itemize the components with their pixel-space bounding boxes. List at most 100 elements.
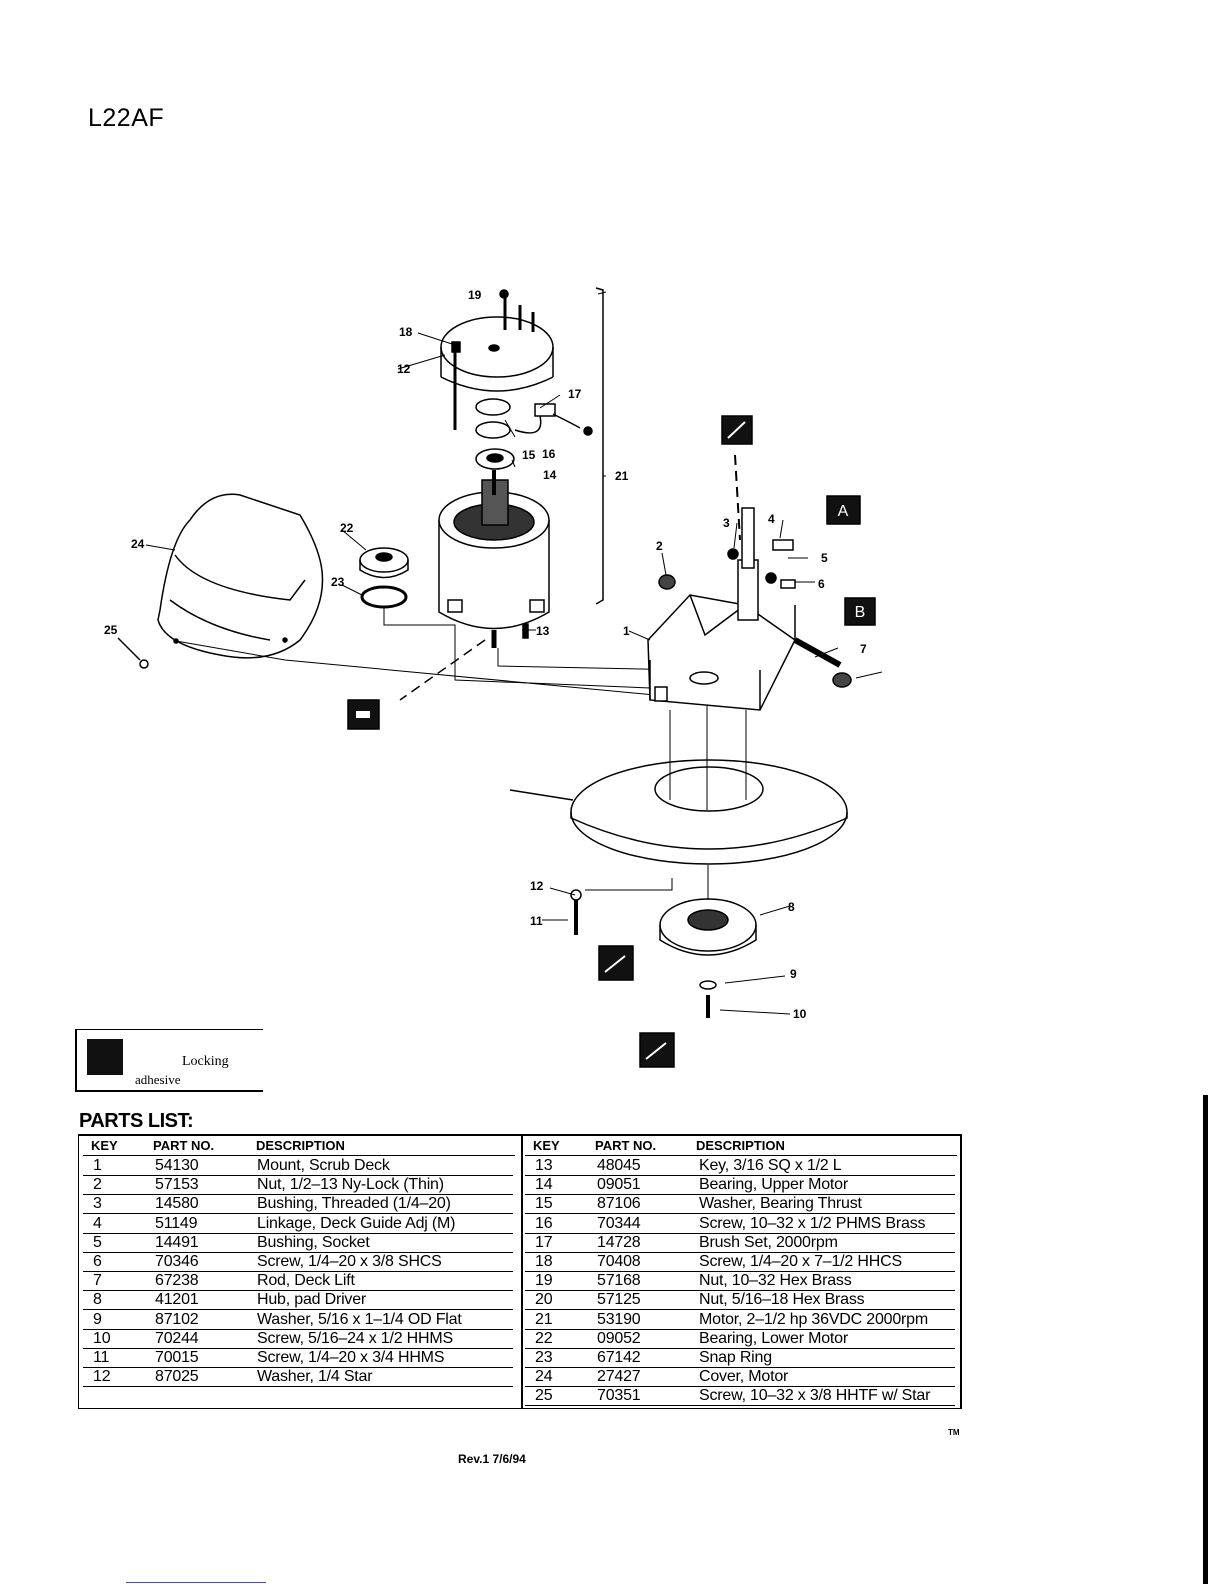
part-number: 70344 bbox=[597, 1214, 641, 1232]
part-description: Linkage, Deck Guide Adj (M) bbox=[257, 1214, 456, 1232]
part-number: 70408 bbox=[597, 1253, 641, 1270]
part-description: Washer, Bearing Thrust bbox=[699, 1195, 862, 1213]
part-key: 11 bbox=[93, 1349, 110, 1366]
exploded-parts-diagram: A B bbox=[104, 287, 883, 1068]
part-number: 14728 bbox=[597, 1233, 641, 1251]
part-description: Bushing, Socket bbox=[257, 1233, 370, 1251]
table-row: 6 70346 Screw, 1/4–20 x 3/8 SHCS bbox=[83, 1252, 513, 1272]
part-key: 20 bbox=[535, 1291, 553, 1309]
callout-4: 4 bbox=[768, 512, 775, 526]
part-description: Screw, 5/16–24 x 1/2 HHMS bbox=[257, 1329, 453, 1347]
part-description: Screw, 1/4–20 x 3/4 HHMS bbox=[257, 1349, 445, 1366]
table-row: 11 70015 Screw, 1/4–20 x 3/4 HHMS bbox=[83, 1348, 513, 1368]
part-description: Snap Ring bbox=[699, 1349, 772, 1366]
part-description: Hub, pad Driver bbox=[257, 1291, 367, 1309]
callout-9: 9 bbox=[790, 967, 797, 981]
part-number: 70346 bbox=[155, 1253, 199, 1270]
callout-25: 25 bbox=[104, 623, 118, 637]
part-description: Nut, 1/2–13 Ny-Lock (Thin) bbox=[257, 1176, 444, 1194]
scrub-deck-mount bbox=[647, 507, 852, 711]
part-description: Cover, Motor bbox=[699, 1368, 789, 1386]
part-number: 09052 bbox=[597, 1329, 641, 1347]
thrust-washer-2 bbox=[475, 421, 511, 439]
callout-16: 16 bbox=[542, 447, 556, 461]
part-key: 2 bbox=[93, 1176, 102, 1194]
table-row: 15 87106 Washer, Bearing Thrust bbox=[525, 1194, 955, 1215]
callout-14: 14 bbox=[543, 468, 557, 482]
part-description: Motor, 2–1/2 hp 36VDC 2000rpm bbox=[699, 1310, 929, 1328]
part-key: 1 bbox=[93, 1157, 102, 1174]
part-description: Nut, 10–32 Hex Brass bbox=[699, 1272, 852, 1290]
part-key: 23 bbox=[535, 1349, 553, 1366]
brush-set bbox=[514, 403, 593, 436]
part-number: 41201 bbox=[155, 1291, 199, 1309]
callout-2: 2 bbox=[656, 539, 663, 553]
snap-ring bbox=[360, 585, 408, 609]
callout-5: 5 bbox=[821, 551, 828, 565]
header-key-right: KEY bbox=[533, 1138, 560, 1153]
part-number: 70015 bbox=[155, 1349, 199, 1366]
part-key: 15 bbox=[535, 1195, 553, 1213]
part-description: Bearing, Upper Motor bbox=[699, 1176, 848, 1194]
callout-11: 11 bbox=[530, 914, 543, 928]
table-row: 20 57125 Nut, 5/16–18 Hex Brass bbox=[525, 1290, 955, 1311]
callout-18: 18 bbox=[399, 325, 413, 339]
part-number: 67142 bbox=[597, 1349, 641, 1366]
locking-adhesive-icon bbox=[598, 945, 634, 981]
motor-end-cap bbox=[440, 289, 554, 430]
callout-23: 23 bbox=[331, 575, 345, 589]
part-description: Screw, 1/4–20 x 7–1/2 HHCS bbox=[699, 1253, 902, 1270]
part-description: Screw, 1/4–20 x 3/8 SHCS bbox=[257, 1253, 442, 1270]
revision-label: Rev.1 7/6/94 bbox=[458, 1452, 526, 1466]
part-description: Rod, Deck Lift bbox=[257, 1272, 355, 1290]
callout-22: 22 bbox=[340, 521, 354, 535]
part-key: 6 bbox=[93, 1253, 102, 1270]
part-number: 87106 bbox=[597, 1195, 641, 1213]
marker-a bbox=[826, 495, 861, 525]
motor-cover bbox=[117, 493, 324, 669]
part-number: 57168 bbox=[597, 1272, 641, 1290]
part-key: 9 bbox=[93, 1310, 102, 1328]
marker-b bbox=[844, 597, 876, 626]
part-number: 67238 bbox=[155, 1272, 199, 1290]
part-number: 57125 bbox=[597, 1291, 641, 1309]
part-key: 7 bbox=[93, 1272, 102, 1290]
part-number: 54130 bbox=[155, 1157, 199, 1174]
callout-15: 15 bbox=[522, 448, 536, 462]
upper-bearing bbox=[475, 448, 515, 470]
part-key: 13 bbox=[535, 1157, 553, 1174]
part-key: 22 bbox=[535, 1329, 553, 1347]
part-key: 10 bbox=[93, 1329, 111, 1347]
part-key: 21 bbox=[535, 1310, 553, 1328]
part-description: Screw, 10–32 x 1/2 PHMS Brass bbox=[699, 1214, 926, 1232]
part-key: 14 bbox=[535, 1176, 553, 1194]
part-description: Mount, Scrub Deck bbox=[257, 1157, 390, 1174]
callout-1: 1 bbox=[623, 624, 630, 638]
part-key: 16 bbox=[535, 1214, 553, 1232]
part-description: Nut, 5/16–18 Hex Brass bbox=[699, 1291, 865, 1309]
part-number: 70244 bbox=[155, 1329, 199, 1347]
part-number: 87025 bbox=[155, 1368, 199, 1386]
model-title: L22AF bbox=[88, 104, 165, 132]
thrust-washer bbox=[475, 398, 511, 416]
callout-21: 21 bbox=[615, 469, 629, 483]
part-number: 27427 bbox=[597, 1368, 641, 1386]
legend-label-line2: adhesive bbox=[135, 1072, 181, 1087]
parts-list-table: KEY PART NO. DESCRIPTION KEY PART NO. DE… bbox=[78, 1134, 962, 1409]
header-description: DESCRIPTION bbox=[256, 1138, 345, 1153]
callout-12: 12 bbox=[397, 362, 411, 376]
marker-a-label: A bbox=[838, 503, 849, 520]
table-row: 23 67142 Snap Ring bbox=[525, 1348, 955, 1368]
trademark-mark: TM bbox=[948, 1428, 960, 1437]
part-number: 70351 bbox=[597, 1387, 641, 1405]
